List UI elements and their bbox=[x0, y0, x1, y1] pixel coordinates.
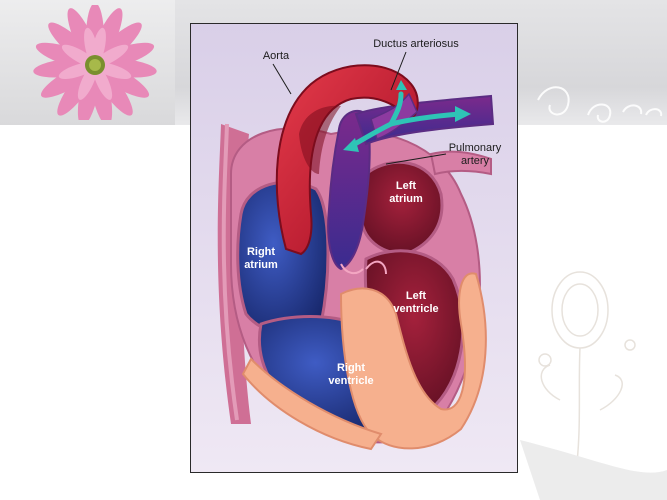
label-right-atrium: Right atrium bbox=[244, 246, 278, 271]
label-right-ventricle: Right ventricle bbox=[328, 362, 374, 387]
label-left-ventricle: Left ventricle bbox=[393, 290, 439, 315]
label-pulmonary-artery: Pulmonary artery bbox=[448, 142, 502, 167]
heart-illustration bbox=[191, 24, 517, 472]
label-leader-lines bbox=[272, 51, 447, 165]
label-ductus-arteriosus: Ductus arteriosus bbox=[373, 38, 459, 50]
heart-diagram: Aorta Ductus arteriosus Pulmonary artery… bbox=[190, 23, 518, 473]
decorative-swoosh bbox=[520, 440, 667, 500]
label-aorta: Aorta bbox=[262, 50, 290, 62]
decorative-flourish bbox=[537, 86, 663, 123]
decorative-flower-sketch bbox=[538, 271, 636, 481]
label-left-atrium: Left atrium bbox=[389, 180, 423, 205]
flower-image bbox=[33, 5, 157, 120]
